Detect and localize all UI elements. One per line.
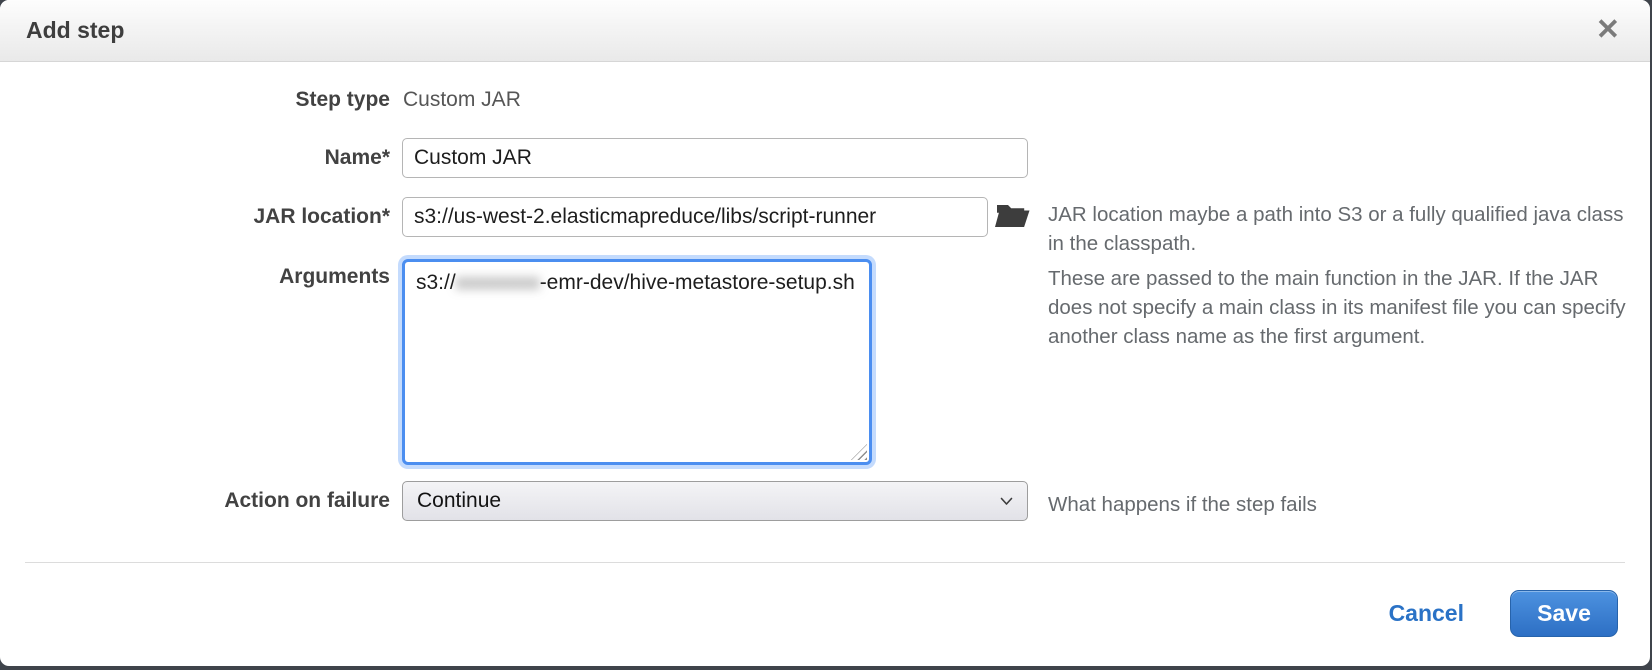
textarea-resize-handle[interactable]: [851, 444, 867, 460]
action-on-failure-help: What happens if the step fails: [1048, 493, 1317, 516]
name-input[interactable]: [402, 138, 1028, 178]
arguments-redacted-text: xxxxxxxx: [455, 271, 540, 294]
cancel-button[interactable]: Cancel: [1388, 600, 1464, 626]
jar-location-row: JAR location* JAR location maybe a path …: [0, 197, 1650, 255]
dialog-header: Add step ✕: [0, 0, 1650, 62]
step-type-value: Custom JAR: [403, 88, 521, 111]
name-label: Name*: [324, 146, 390, 169]
chevron-down-icon: [1000, 497, 1013, 506]
action-on-failure-label: Action on failure: [224, 489, 390, 512]
action-on-failure-selected-value: Continue: [417, 489, 502, 512]
arguments-textarea[interactable]: s3://xxxxxxxx-emr-dev/hive-metastore-set…: [402, 259, 872, 465]
folder-open-icon: [995, 201, 1031, 233]
add-step-form: Step type Custom JAR Name* JAR location*…: [0, 62, 1650, 521]
step-type-row: Step type Custom JAR: [0, 88, 1650, 114]
arguments-help: These are passed to the main function in…: [1048, 267, 1626, 349]
browse-s3-button[interactable]: [995, 197, 1031, 237]
step-type-label: Step type: [295, 88, 390, 111]
jar-location-help: JAR location maybe a path into S3 or a f…: [1048, 203, 1624, 256]
action-on-failure-select[interactable]: Continue: [402, 481, 1028, 521]
footer-divider: [25, 562, 1625, 563]
arguments-value-suffix: -emr-dev/hive-metastore-setup.sh: [539, 271, 855, 294]
close-icon[interactable]: ✕: [1595, 14, 1620, 46]
jar-location-label: JAR location*: [253, 205, 390, 228]
arguments-label: Arguments: [279, 265, 390, 288]
arguments-row: Arguments s3://xxxxxxxx-emr-dev/hive-met…: [0, 259, 1650, 465]
dialog-footer: Cancel Save: [0, 563, 1650, 637]
save-button[interactable]: Save: [1510, 590, 1618, 637]
jar-location-input[interactable]: [402, 197, 988, 237]
dialog-title: Add step: [26, 17, 125, 43]
action-on-failure-row: Action on failure Continue What happens …: [0, 481, 1650, 521]
arguments-value-prefix: s3://: [416, 271, 456, 294]
name-row: Name*: [0, 138, 1650, 178]
